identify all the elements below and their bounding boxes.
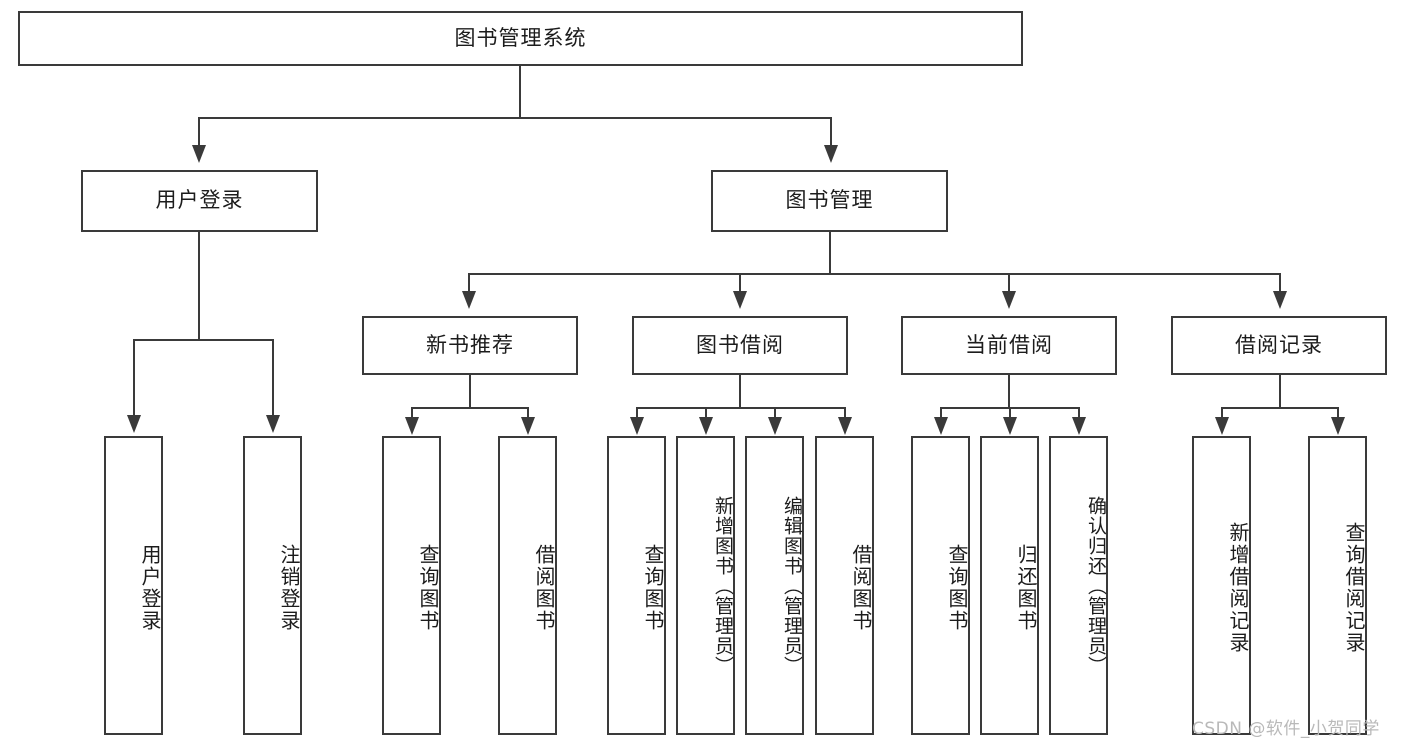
- arrow-to-leaf-logout: [266, 415, 280, 433]
- connector-to-book-mgmt: [830, 117, 832, 145]
- node-user-login[interactable]: 用户登录: [81, 170, 318, 232]
- connector-level3-bus: [468, 273, 1281, 275]
- connector-bb-leaf-4: [844, 407, 846, 417]
- connector-user-login-bus: [133, 339, 273, 341]
- connector-bb-leaf-3: [774, 407, 776, 417]
- connector-user-login-stem: [198, 232, 200, 340]
- arrow-cb-leaf-3: [1072, 417, 1086, 435]
- connector-new-book-recommend-bus: [411, 407, 528, 409]
- node-root-system[interactable]: 图书管理系统: [18, 11, 1023, 66]
- leaf-bb-add-book-admin[interactable]: 新增图书（管理员）: [676, 436, 735, 735]
- connector-cb-leaf-3: [1078, 407, 1080, 417]
- leaf-user-login[interactable]: 用户登录: [104, 436, 163, 735]
- connector-cb-leaf-1: [940, 407, 942, 417]
- leaf-cb-confirm-return-admin[interactable]: 确认归还（管理员）: [1049, 436, 1108, 735]
- arrow-bb-leaf-4: [838, 417, 852, 435]
- node-book-management[interactable]: 图书管理: [711, 170, 948, 232]
- connector-root-stem: [519, 66, 521, 118]
- connector-new-book-recommend-stem: [469, 375, 471, 408]
- connector-to-borrow-record: [1279, 273, 1281, 291]
- arrow-to-user-login: [192, 145, 206, 163]
- arrow-br-leaf-1: [1215, 417, 1229, 435]
- leaf-cb-query-book[interactable]: 查询图书: [911, 436, 970, 735]
- arrow-br-leaf-2: [1331, 417, 1345, 435]
- leaf-br-query-record[interactable]: 查询借阅记录: [1308, 436, 1367, 735]
- connector-to-new-book-recommend: [468, 273, 470, 291]
- connector-book-borrow-stem: [739, 375, 741, 408]
- node-current-borrow[interactable]: 当前借阅: [901, 316, 1117, 375]
- arrow-bb-leaf-3: [768, 417, 782, 435]
- leaf-nbr-query-book[interactable]: 查询图书: [382, 436, 441, 735]
- connector-book-mgmt-stem: [829, 232, 831, 274]
- arrow-to-book-mgmt: [824, 145, 838, 163]
- connector-nbr-leaf-2: [527, 407, 529, 417]
- connector-br-leaf-1: [1221, 407, 1223, 417]
- arrow-to-current-borrow: [1002, 291, 1016, 309]
- leaf-bb-query-book[interactable]: 查询图书: [607, 436, 666, 735]
- connector-borrow-record-stem: [1279, 375, 1281, 408]
- connector-br-leaf-2: [1337, 407, 1339, 417]
- arrow-nbr-leaf-1: [405, 417, 419, 435]
- leaf-logout[interactable]: 注销登录: [243, 436, 302, 735]
- leaf-br-add-record[interactable]: 新增借阅记录: [1192, 436, 1251, 735]
- arrow-nbr-leaf-2: [521, 417, 535, 435]
- connector-to-leaf-logout: [272, 339, 274, 415]
- arrow-to-borrow-record: [1273, 291, 1287, 309]
- node-book-borrow[interactable]: 图书借阅: [632, 316, 848, 375]
- arrow-cb-leaf-1: [934, 417, 948, 435]
- arrow-bb-leaf-2: [699, 417, 713, 435]
- connector-current-borrow-stem: [1008, 375, 1010, 408]
- connector-level2-bus: [198, 117, 831, 119]
- connector-to-current-borrow: [1008, 273, 1010, 291]
- arrow-to-new-book-recommend: [462, 291, 476, 309]
- connector-to-book-borrow: [739, 273, 741, 291]
- connector-borrow-record-bus: [1221, 407, 1338, 409]
- connector-bb-leaf-2: [705, 407, 707, 417]
- leaf-nbr-borrow-book[interactable]: 借阅图书: [498, 436, 557, 735]
- arrow-bb-leaf-1: [630, 417, 644, 435]
- leaf-bb-borrow-book[interactable]: 借阅图书: [815, 436, 874, 735]
- node-borrow-record[interactable]: 借阅记录: [1171, 316, 1387, 375]
- arrow-to-leaf-user-login: [127, 415, 141, 433]
- leaf-bb-edit-book-admin[interactable]: 编辑图书（管理员）: [745, 436, 804, 735]
- arrow-to-book-borrow: [733, 291, 747, 309]
- connector-bb-leaf-1: [636, 407, 638, 417]
- node-new-book-recommend[interactable]: 新书推荐: [362, 316, 578, 375]
- connector-book-borrow-bus: [636, 407, 846, 409]
- connector-to-leaf-user-login: [133, 339, 135, 415]
- connector-to-user-login: [198, 117, 200, 145]
- connector-cb-leaf-2: [1009, 407, 1011, 417]
- arrow-cb-leaf-2: [1003, 417, 1017, 435]
- leaf-cb-return-book[interactable]: 归还图书: [980, 436, 1039, 735]
- connector-nbr-leaf-1: [411, 407, 413, 417]
